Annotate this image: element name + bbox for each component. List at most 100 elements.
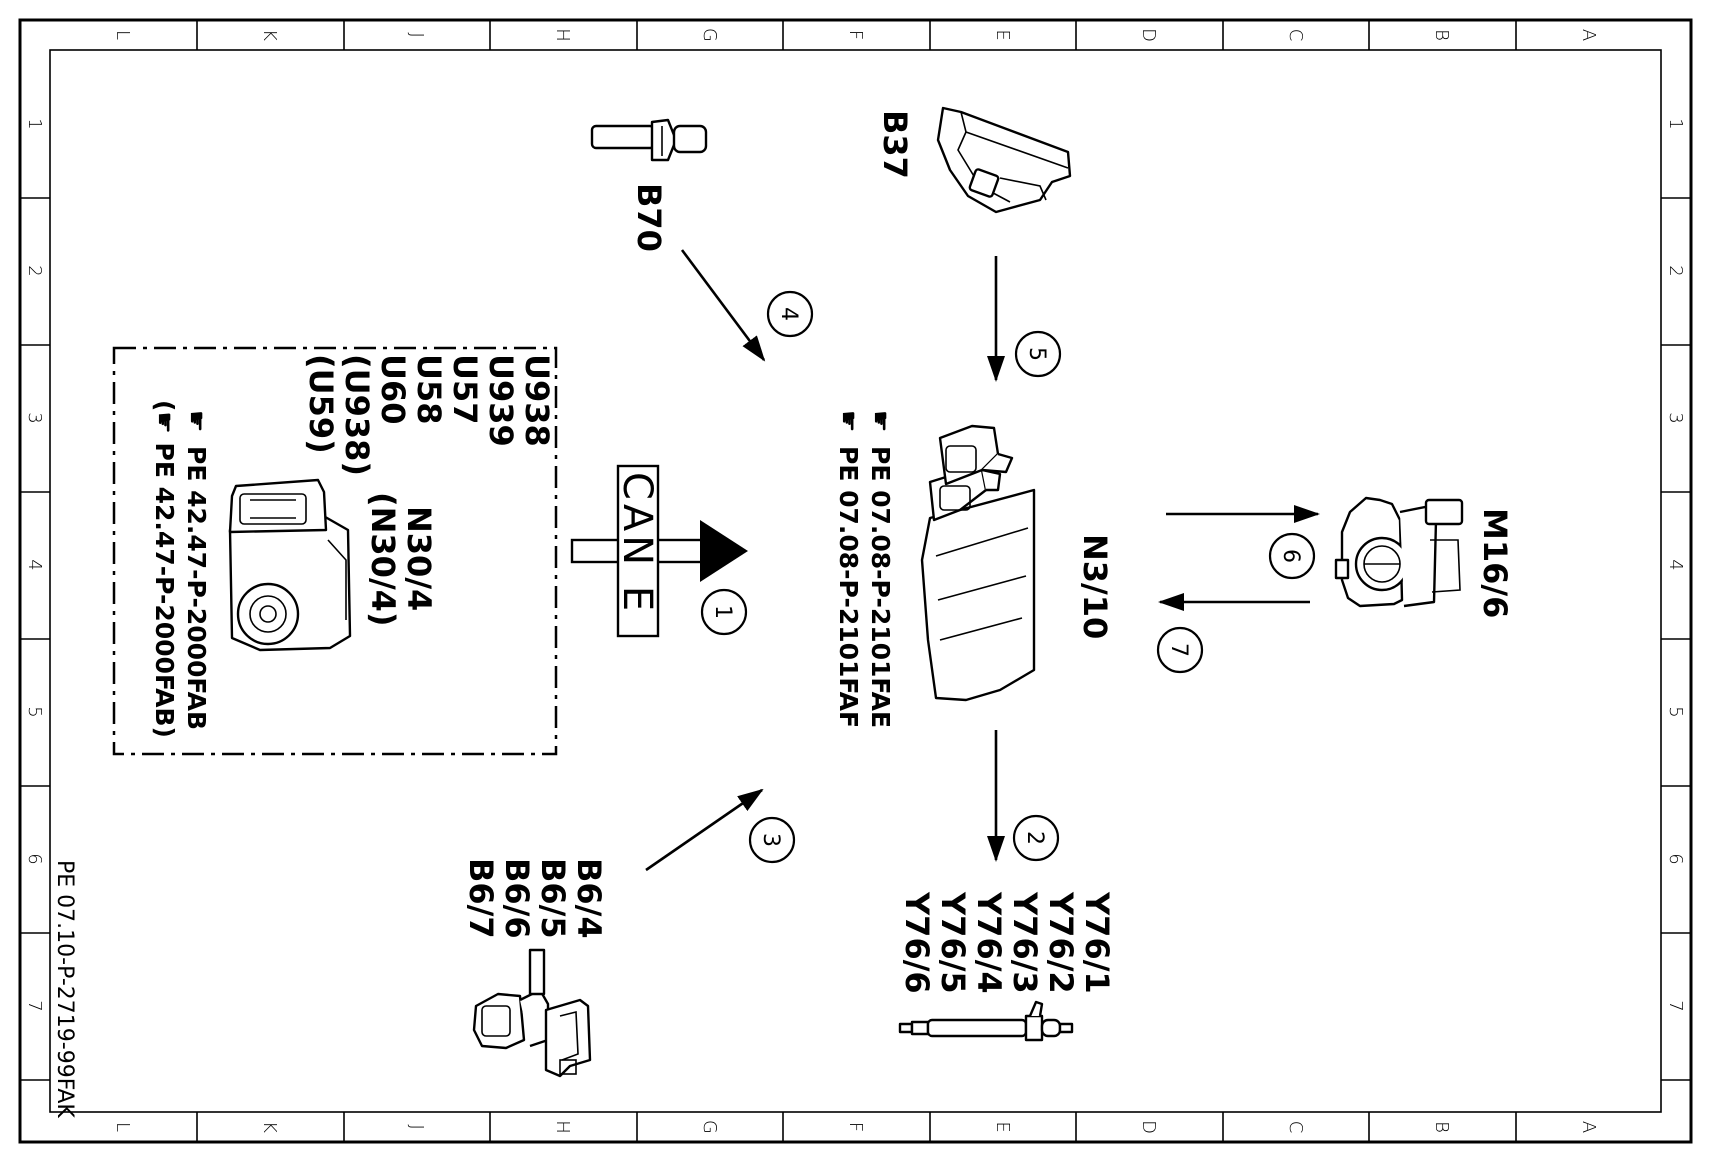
y76-label: Y76/4	[970, 891, 1008, 994]
b70-sensor: B70	[590, 118, 708, 252]
code: U57	[446, 354, 484, 425]
throttle-icon	[1334, 496, 1464, 608]
col-label: B	[1431, 1121, 1452, 1133]
y76-injectors: Y76/1 Y76/2 Y76/3 Y76/4 Y76/5 Y76/6	[898, 891, 1116, 1042]
signal-badge-3: 3	[748, 816, 796, 864]
col-label: F	[845, 30, 866, 40]
signal-badge-4: 4	[766, 290, 814, 338]
b70-sensor-icon	[590, 118, 708, 162]
b6-label: B6/4	[570, 858, 608, 939]
b37-sensor-icon	[936, 106, 1072, 214]
signal-number: 3	[758, 833, 783, 847]
signal-badge-5: 5	[1014, 330, 1062, 378]
m16-6-label: M16/6	[1476, 508, 1514, 618]
document-number: PE 07.10-P-2719-99FAK	[52, 860, 77, 1118]
row-label: 2	[1665, 265, 1686, 276]
can-e-label: CAN E	[614, 472, 660, 615]
col-label: K	[259, 1121, 280, 1133]
code: U58	[410, 354, 448, 425]
b70-label: B70	[630, 183, 668, 252]
pointing-hand-icon: ☛	[866, 410, 895, 432]
ecu-reference-1: ☛ PE 07.08-P-2101FAE	[866, 410, 895, 728]
drawing-frame: L K J H G F E D C B A L K J H G F E D C …	[18, 18, 1693, 1144]
signal-arrows	[645, 249, 1320, 872]
esp-label: N30/4	[400, 506, 438, 611]
ecu-ref-1: PE 07.08-P-2101FAE	[866, 446, 895, 728]
y76-label: Y76/5	[934, 891, 972, 994]
row-label: 1	[1665, 118, 1686, 129]
b6-label: B6/6	[498, 858, 536, 939]
signal-number: 2	[1022, 831, 1047, 845]
signal-number: 1	[710, 605, 735, 619]
signal-number: 7	[1166, 643, 1191, 657]
signal-number: 4	[776, 307, 801, 321]
signal-badge-6: 6	[1268, 532, 1316, 580]
column-labels-top: L K J H G F E D C B A	[112, 28, 1599, 42]
signal-badge-7: 7	[1156, 626, 1204, 674]
col-label: K	[259, 29, 280, 41]
col-label: F	[845, 1122, 866, 1132]
arrow-signal-3	[645, 788, 764, 872]
row-label: 4	[24, 559, 45, 570]
row-label: 4	[1665, 559, 1686, 570]
arrow-signal-4	[680, 249, 766, 362]
n3-10-ecu: N3/10 ☛ PE 07.08-P-2101FAE ☛ PE 07.08-P-…	[834, 410, 1114, 728]
col-label: E	[992, 29, 1013, 40]
ecu-reference-2: ☛ PE 07.08-P-2101FAF	[834, 410, 863, 728]
signal-number: 6	[1278, 549, 1303, 563]
col-label: C	[1285, 1121, 1306, 1134]
code: U939	[482, 354, 520, 447]
ecu-ref-2: PE 07.08-P-2101FAF	[834, 446, 863, 728]
y76-label: Y76/2	[1042, 891, 1080, 994]
col-label: C	[1285, 29, 1306, 42]
col-label: L	[112, 1122, 133, 1132]
esp-icon	[228, 478, 352, 652]
esp-codes: U938 U939 U57 U58 U60 (U938) (U59)	[302, 354, 556, 476]
row-label: 3	[1665, 412, 1686, 423]
col-label: D	[1138, 1120, 1159, 1134]
col-label: G	[699, 1120, 720, 1134]
esp-ref-1: PE 42.47-P-2000FAB	[182, 446, 211, 730]
b6-label: B6/7	[462, 858, 500, 939]
signal-numbers: 1 2 3 4 5 6 7	[700, 290, 1316, 864]
row-label: 2	[24, 265, 45, 276]
col-label: A	[1578, 29, 1599, 41]
col-label: B	[1431, 29, 1452, 41]
col-label: G	[699, 28, 720, 42]
signal-badge-2: 2	[1012, 814, 1060, 862]
col-label: J	[406, 1124, 427, 1129]
column-labels-bottom: L K J H G F E D C B A	[112, 1120, 1599, 1134]
b37-label: B37	[876, 110, 914, 179]
can-arrow-head	[700, 520, 748, 582]
signal-badge-1: 1	[700, 588, 748, 636]
col-label: D	[1138, 28, 1159, 42]
col-label: J	[406, 32, 427, 37]
esp-label-alt: (N30/4)	[364, 492, 402, 627]
code: (U59)	[302, 354, 340, 454]
b6-label: B6/5	[534, 858, 572, 939]
col-label: H	[552, 28, 573, 42]
row-label: 5	[1665, 706, 1686, 717]
b6-sensor-icon	[472, 948, 592, 1078]
row-label: 7	[24, 1000, 45, 1011]
signal-number: 5	[1024, 347, 1049, 361]
y76-label: Y76/1	[1078, 891, 1116, 994]
row-label: 6	[1665, 853, 1686, 864]
b37-sensor: B37	[876, 106, 1072, 214]
row-labels-left: 1 2 3 4 5 6 7	[24, 118, 45, 1011]
col-label: L	[112, 30, 133, 40]
y76-label: Y76/3	[1006, 891, 1044, 994]
ecu-icon	[920, 424, 1036, 702]
esp-reference-1: ☛ PE 42.47-P-2000FAB	[182, 410, 211, 730]
row-label: 7	[1665, 1000, 1686, 1011]
row-label: 3	[24, 412, 45, 423]
col-label: H	[552, 1120, 573, 1134]
ecu-label: N3/10	[1076, 534, 1114, 639]
code: (U938)	[338, 354, 376, 476]
col-label: E	[992, 1121, 1013, 1132]
code: U60	[374, 354, 412, 425]
b6-sensors: B6/4 B6/5 B6/6 B6/7	[462, 858, 608, 1078]
y76-label: Y76/6	[898, 891, 936, 994]
n30-4-esp-group: U938 U939 U57 U58 U60 (U938) (U59) N30/4…	[112, 346, 558, 756]
